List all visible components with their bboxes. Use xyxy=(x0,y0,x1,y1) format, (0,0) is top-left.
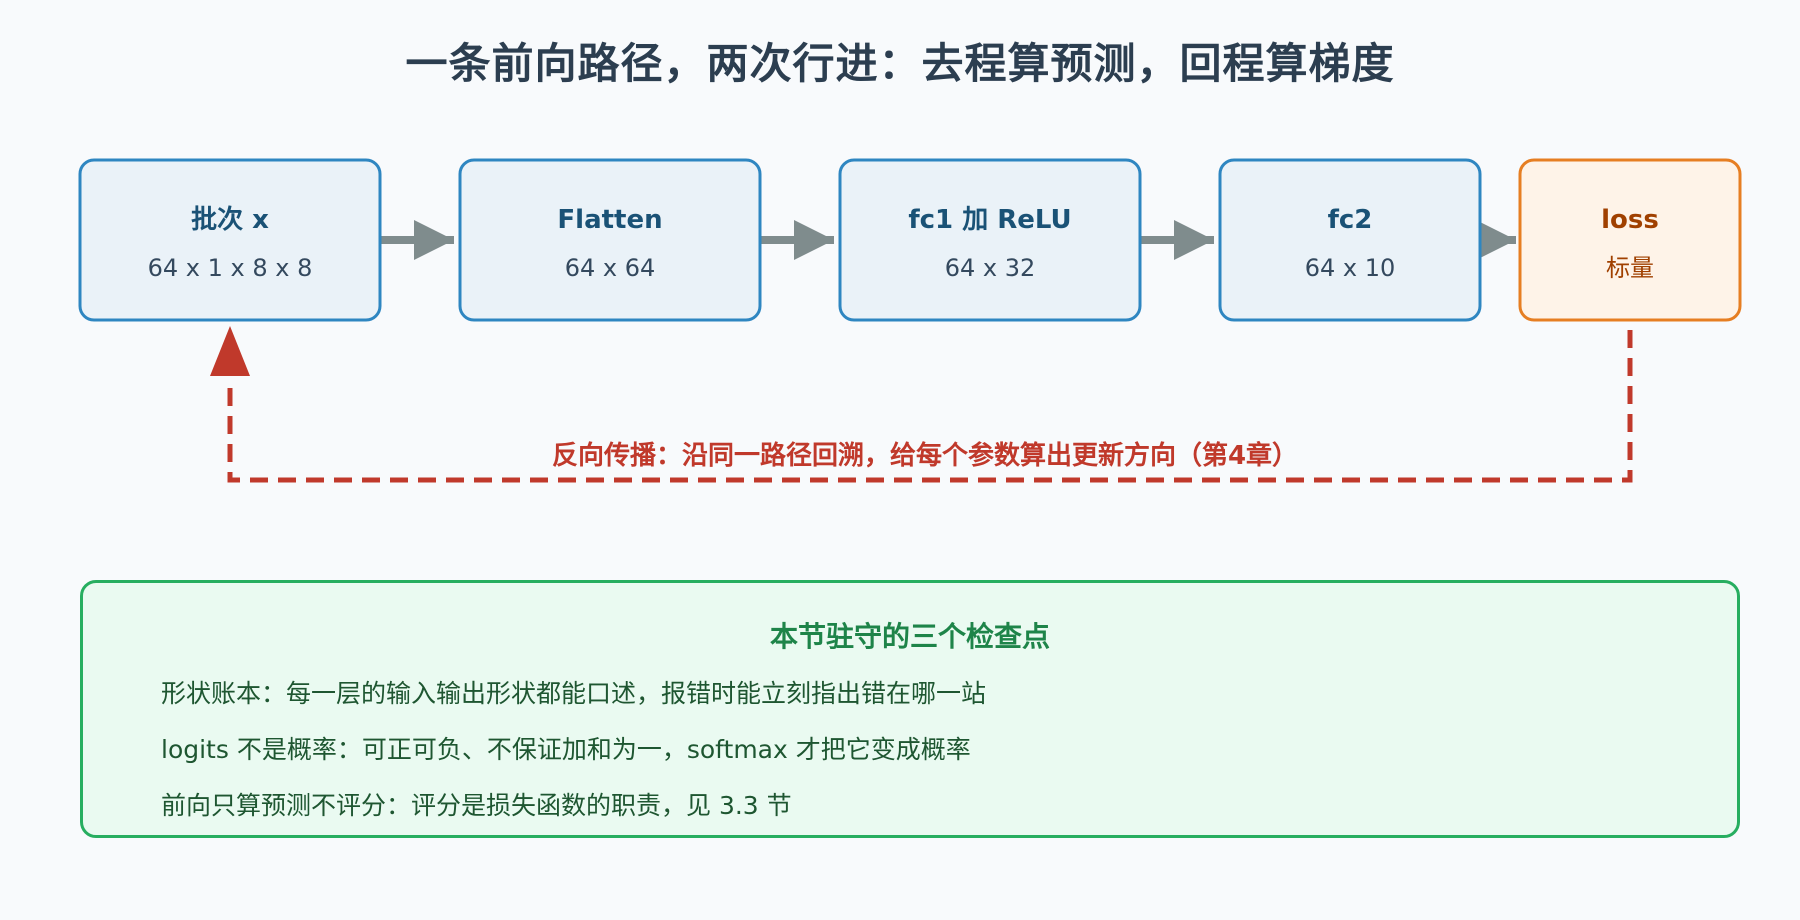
stage-fc2: fc2 64 x 10 xyxy=(1218,158,1482,322)
stage-box xyxy=(458,158,762,322)
stage-box xyxy=(78,158,382,322)
loss-name: loss xyxy=(1601,205,1659,235)
backward-arrowhead xyxy=(210,326,250,376)
stage-shape: 64 x 64 xyxy=(565,254,656,282)
checkpoint-item: 形状账本：每一层的输入输出形状都能口述，报错时能立刻指出错在哪一站 xyxy=(161,679,987,708)
checkpoints-panel: 本节驻守的三个检查点 形状账本：每一层的输入输出形状都能口述，报错时能立刻指出错… xyxy=(80,580,1740,838)
stage-box xyxy=(838,158,1142,322)
stage-shape: 64 x 10 xyxy=(1305,254,1396,282)
loss-box xyxy=(1518,158,1742,322)
stage-batch-x: 批次 x 64 x 1 x 8 x 8 xyxy=(78,158,382,322)
stage-name: fc1 加 ReLU xyxy=(908,205,1071,235)
checkpoints-title: 本节驻守的三个检查点 xyxy=(769,620,1050,653)
checkpoint-item: 前向只算预测不评分：评分是损失函数的职责，见 3.3 节 xyxy=(161,791,792,820)
checkpoints-list: 形状账本：每一层的输入输出形状都能口述，报错时能立刻指出错在哪一站 logits… xyxy=(161,677,986,845)
stage-loss: loss 标量 xyxy=(1518,158,1742,322)
stage-flatten: Flatten 64 x 64 xyxy=(458,158,762,322)
stage-box xyxy=(1218,158,1482,322)
stage-name: 批次 x xyxy=(191,205,269,235)
stage-shape: 64 x 32 xyxy=(945,254,1036,282)
stage-shape: 64 x 1 x 8 x 8 xyxy=(148,254,313,282)
backward-label: 反向传播：沿同一路径回溯，给每个参数算出更新方向（第4章） xyxy=(552,440,1298,471)
backward-path xyxy=(227,330,1633,483)
checkpoint-item: logits 不是概率：可正可负、不保证加和为一，softmax 才把它变成概率 xyxy=(161,735,971,764)
diagram-title: 一条前向路径，两次行进：去程算预测，回程算梯度 xyxy=(405,39,1395,88)
stage-fc1-relu: fc1 加 ReLU 64 x 32 xyxy=(838,158,1142,322)
loss-shape: 标量 xyxy=(1606,254,1654,282)
stage-name: fc2 xyxy=(1328,205,1373,235)
stage-name: Flatten xyxy=(557,205,662,235)
